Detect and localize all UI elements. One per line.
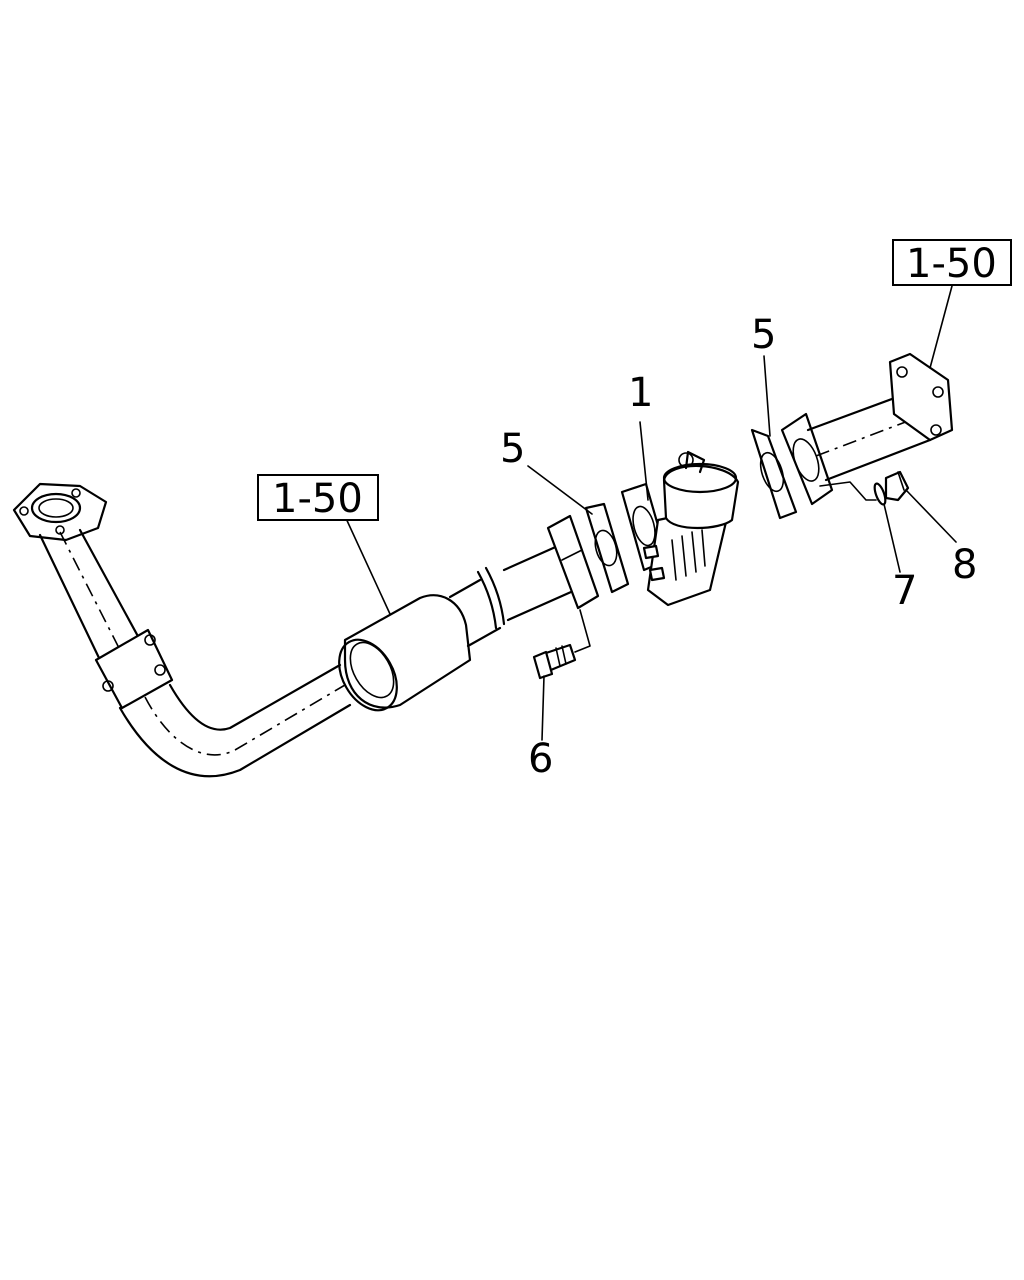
callout-part-7: 7 [892, 568, 917, 614]
leader-lines [343, 285, 957, 741]
nut [884, 470, 910, 502]
gasket-left [584, 502, 630, 594]
callout-part-1: 1 [628, 370, 653, 416]
reference-label-left: 1-50 [272, 476, 363, 522]
reference-label-right: 1-50 [906, 241, 997, 287]
callout-part-6: 6 [528, 736, 553, 782]
reference-box-right [892, 239, 1012, 286]
front-exhaust-pipe [12, 482, 600, 778]
valve-unit [620, 450, 740, 607]
callout-part-5-right: 5 [751, 312, 776, 358]
rear-pipe [780, 352, 954, 506]
callout-part-5-left: 5 [500, 426, 525, 472]
bolt [532, 609, 591, 680]
reference-box-left [257, 474, 379, 521]
callout-part-8: 8 [952, 542, 977, 588]
gasket-right [750, 428, 798, 520]
